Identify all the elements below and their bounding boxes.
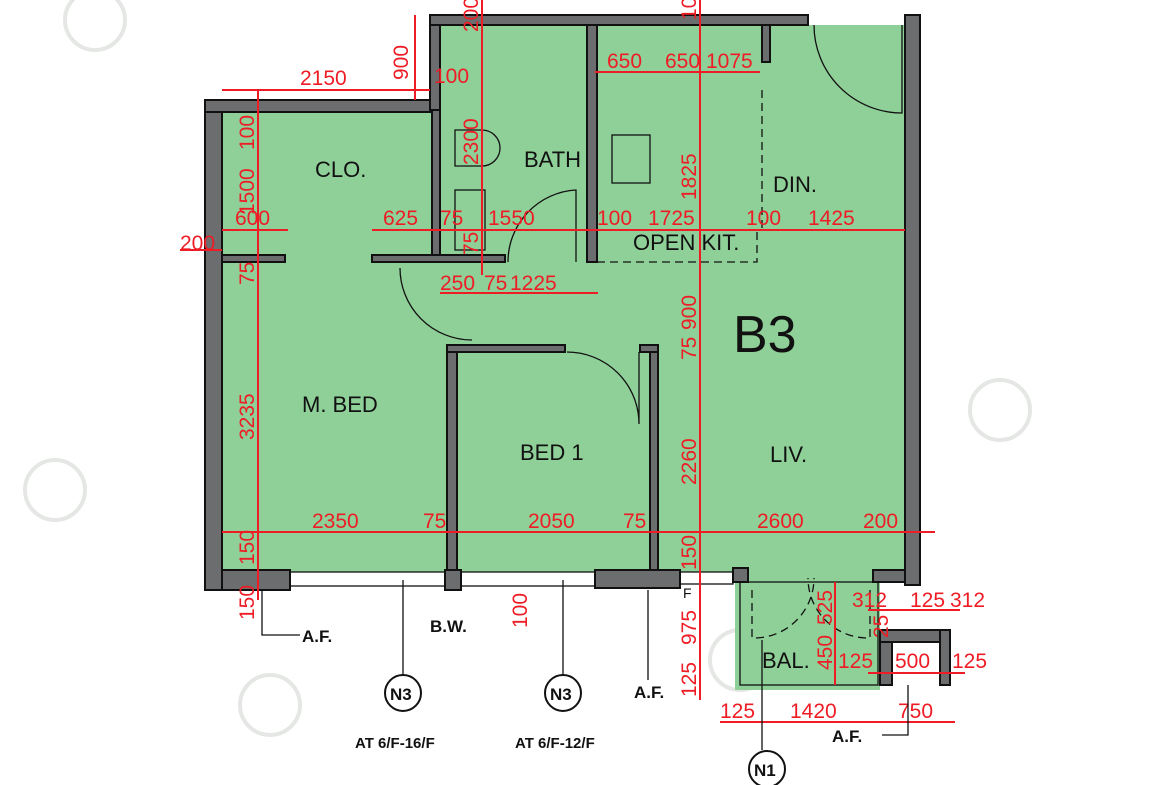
dimension: 975: [678, 610, 701, 645]
annotation-af: A.F.: [302, 627, 332, 646]
room-label-closet: CLO.: [315, 157, 366, 182]
dimension: 1825: [678, 153, 701, 200]
unit-floor: [222, 25, 905, 690]
dimension: 125: [678, 662, 701, 697]
dimension: 200: [460, 0, 483, 32]
dimension: 1075: [706, 50, 753, 73]
unit-label: B3: [733, 306, 797, 364]
annotation-af: A.F.: [634, 683, 664, 702]
dimension: 125: [952, 650, 987, 673]
callout-n1: N1: [754, 761, 776, 780]
dimension: 250: [440, 272, 475, 295]
dimension: 125: [910, 589, 945, 612]
dimension: 100: [509, 593, 532, 628]
dimension: 650: [607, 50, 642, 73]
dimension: 2350: [312, 510, 359, 533]
fixtures: [289, 24, 903, 686]
dimension: 600: [235, 207, 270, 230]
dimension: 1550: [488, 207, 535, 230]
dimension: 2600: [757, 510, 804, 533]
callout-note: AT 6/F-16/F: [355, 735, 435, 752]
dimension: 900: [678, 295, 701, 330]
dimension: 2300: [460, 118, 483, 165]
dimension: 100: [746, 207, 781, 230]
dimension: 1425: [808, 207, 855, 230]
annotation-f: F: [683, 585, 692, 601]
room-label-balcony: BAL.: [762, 648, 810, 673]
dimension: 75: [460, 232, 483, 255]
dimension: 1420: [790, 700, 837, 723]
walls: [204, 14, 951, 686]
dimension: 100: [597, 207, 632, 230]
dimension: 900: [390, 45, 413, 80]
room-label-bath: BATH: [524, 147, 581, 172]
dimension: 75: [440, 207, 463, 230]
dimension: 75: [623, 510, 646, 533]
dimension: 75: [423, 510, 446, 533]
dimension: 150: [236, 585, 259, 620]
room-label-bed1: BED 1: [520, 440, 584, 465]
dimension: 100: [434, 65, 469, 88]
dimension: 625: [383, 207, 418, 230]
dimension: 312: [852, 589, 887, 612]
room-label-living: LIV.: [770, 442, 807, 467]
dimension: 2260: [678, 438, 701, 485]
dimension: 75: [484, 272, 507, 295]
dimension: 75: [678, 337, 701, 360]
dimension: 200: [863, 510, 898, 533]
annotation-bw: B.W.: [430, 617, 467, 636]
dimension: 25: [870, 615, 893, 638]
annotations: [261, 580, 909, 785]
dimension: 2050: [528, 510, 575, 533]
room-label-master-bed: M. BED: [302, 392, 378, 417]
dimension: 100: [678, 0, 701, 20]
dimension: 650: [665, 50, 700, 73]
dimension: 1500: [236, 168, 259, 215]
dimension: 150: [678, 535, 701, 570]
dimension: 1725: [648, 207, 695, 230]
dimension: 75: [236, 262, 259, 285]
dimension-lines: [180, 0, 965, 723]
callout-n3: N3: [550, 685, 572, 704]
dimension: 525: [814, 590, 837, 625]
annotation-af: A.F.: [832, 727, 862, 746]
dimension: 125: [838, 650, 873, 673]
dimension: 2150: [300, 67, 347, 90]
dimension: 3235: [236, 393, 259, 440]
dimension: 750: [898, 700, 933, 723]
dimension: 500: [895, 650, 930, 673]
callout-n3: N3: [390, 685, 412, 704]
dimension: 200: [180, 232, 215, 255]
dimension: 125: [720, 700, 755, 723]
room-label-dining: DIN.: [773, 172, 817, 197]
dimension: 150: [236, 530, 259, 565]
dimension: 312: [950, 589, 985, 612]
room-label-open-kitchen: OPEN KIT.: [633, 230, 739, 255]
dimension: 450: [814, 635, 837, 670]
dimension: 100: [236, 115, 259, 150]
dimension: 1225: [510, 272, 557, 295]
callout-note: AT 6/F-12/F: [515, 735, 595, 752]
